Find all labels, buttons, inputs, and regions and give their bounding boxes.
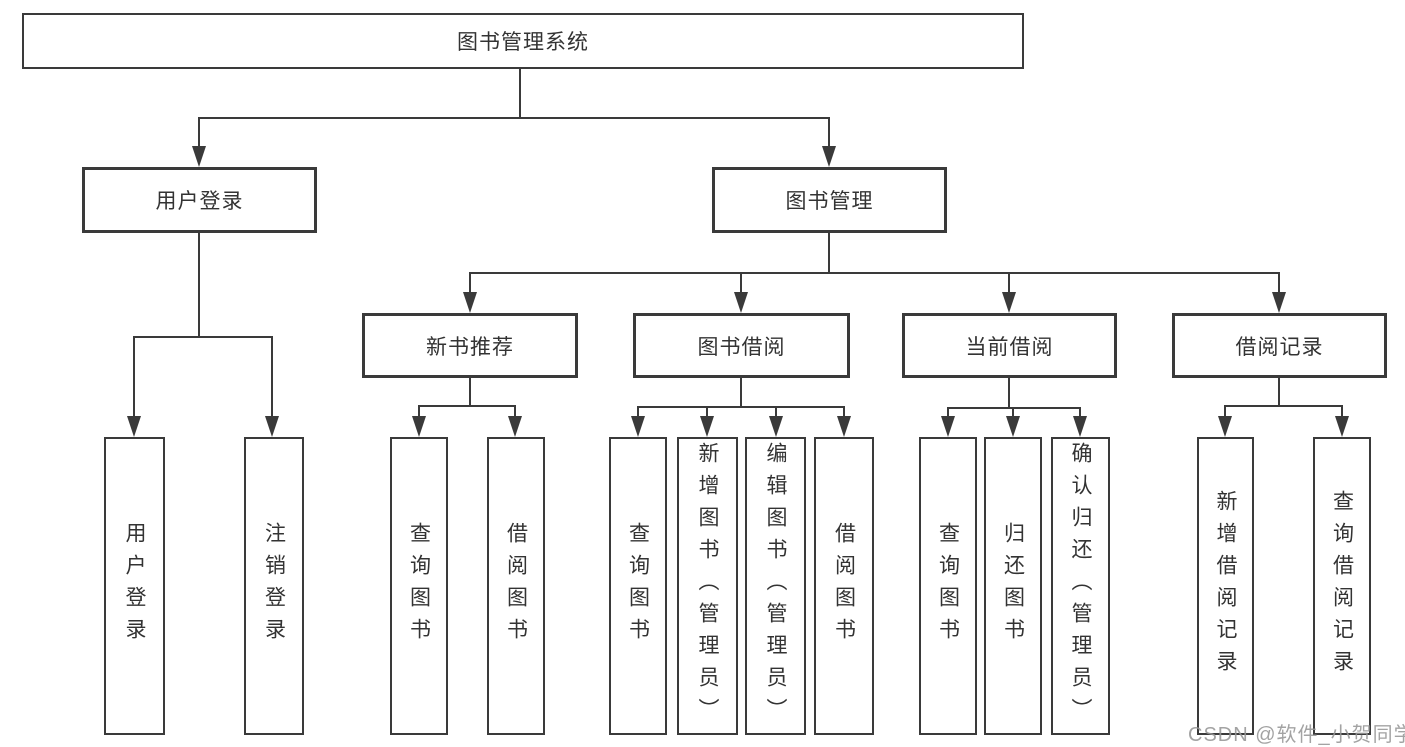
connector-line	[418, 405, 420, 419]
leaf-logout: 注销登录	[244, 437, 304, 735]
leaf-add-borrow-record: 新增借阅记录	[1197, 437, 1254, 735]
arrow-down-icon	[412, 416, 426, 437]
connector-line	[198, 233, 200, 336]
connector-line	[514, 405, 516, 419]
leaf-edit-book-admin-label: 编辑图书（管理员）	[764, 442, 787, 730]
node-book-borrow-label: 图书借阅	[697, 335, 786, 359]
arrow-down-icon	[631, 416, 645, 437]
connector-line	[519, 69, 521, 117]
connector-line	[1079, 407, 1081, 419]
connector-line	[1224, 405, 1342, 407]
leaf-user-login: 用户登录	[104, 437, 165, 735]
node-new-book-recommend: 新书推荐	[362, 313, 578, 378]
leaf-add-book-admin: 新增图书（管理员）	[677, 437, 738, 735]
arrow-down-icon	[463, 292, 477, 313]
watermark: CSDN @软件_小贺同学	[1188, 724, 1405, 746]
leaf-query-books-borrow: 查询图书	[609, 437, 667, 735]
node-book-borrow: 图书借阅	[633, 313, 850, 378]
connector-line	[418, 405, 516, 407]
leaf-query-books-current: 查询图书	[919, 437, 977, 735]
connector-line	[1224, 405, 1226, 419]
node-root-label: 图书管理系统	[457, 31, 589, 54]
connector-line	[198, 117, 200, 149]
connector-line	[1278, 378, 1280, 405]
connector-line	[469, 272, 471, 294]
arrow-down-icon	[734, 292, 748, 313]
connector-line	[1278, 272, 1280, 294]
connector-line	[1012, 407, 1014, 419]
connector-line	[198, 117, 830, 119]
node-book-management-label: 图书管理	[785, 190, 874, 213]
connector-line	[740, 378, 742, 406]
arrow-down-icon	[508, 416, 522, 437]
leaf-query-books-current-label: 查询图书	[936, 522, 960, 650]
connector-line	[1008, 272, 1010, 294]
arrow-down-icon	[700, 416, 714, 437]
node-current-borrow-label: 当前借阅	[965, 335, 1054, 359]
connector-line	[1008, 378, 1010, 407]
leaf-borrow-books-recommend-label: 借阅图书	[504, 522, 528, 650]
arrow-down-icon	[941, 416, 955, 437]
arrow-down-icon	[1335, 416, 1349, 437]
leaf-edit-book-admin: 编辑图书（管理员）	[745, 437, 806, 735]
connector-line	[775, 406, 777, 419]
leaf-query-borrow-record: 查询借阅记录	[1313, 437, 1371, 735]
node-book-management: 图书管理	[712, 167, 947, 233]
leaf-user-login-label: 用户登录	[123, 522, 146, 650]
connector-line	[469, 272, 1280, 274]
leaf-query-borrow-record-label: 查询借阅记录	[1330, 490, 1354, 682]
leaf-query-books-recommend: 查询图书	[390, 437, 448, 735]
leaf-query-books-borrow-label: 查询图书	[626, 522, 650, 650]
leaf-return-book-label: 归还图书	[1001, 522, 1025, 650]
connector-line	[828, 233, 830, 272]
leaf-add-book-admin-label: 新增图书（管理员）	[696, 442, 719, 730]
connector-line	[843, 406, 845, 419]
arrow-down-icon	[822, 146, 836, 167]
node-new-book-recommend-label: 新书推荐	[426, 335, 514, 359]
arrow-down-icon	[1272, 292, 1286, 313]
arrow-down-icon	[1073, 416, 1087, 437]
connector-line	[706, 406, 708, 419]
arrow-down-icon	[769, 416, 783, 437]
leaf-confirm-return-admin-label: 确认归还（管理员）	[1069, 442, 1092, 730]
arrow-down-icon	[1002, 292, 1016, 313]
connector-line	[133, 336, 273, 338]
node-borrow-records: 借阅记录	[1172, 313, 1387, 378]
node-current-borrow: 当前借阅	[902, 313, 1117, 378]
leaf-query-books-recommend-label: 查询图书	[407, 522, 431, 650]
leaf-add-borrow-record-label: 新增借阅记录	[1214, 490, 1237, 682]
connector-line	[1341, 405, 1343, 419]
connector-line	[637, 406, 639, 419]
connector-line	[740, 272, 742, 294]
arrow-down-icon	[265, 416, 279, 437]
connector-line	[469, 378, 471, 405]
node-user-login-label: 用户登录	[155, 190, 244, 213]
connector-line	[271, 336, 273, 419]
leaf-logout-label: 注销登录	[262, 522, 286, 650]
arrow-down-icon	[127, 416, 141, 437]
arrow-down-icon	[1006, 416, 1020, 437]
arrow-down-icon	[837, 416, 851, 437]
connector-line	[133, 336, 135, 419]
leaf-return-book: 归还图书	[984, 437, 1042, 735]
leaf-confirm-return-admin: 确认归还（管理员）	[1051, 437, 1110, 735]
node-borrow-records-label: 借阅记录	[1235, 335, 1324, 359]
connector-line	[637, 406, 844, 408]
node-root: 图书管理系统	[22, 13, 1024, 69]
leaf-borrow-books-borrow-label: 借阅图书	[832, 522, 856, 650]
node-user-login: 用户登录	[82, 167, 317, 233]
leaf-borrow-books-borrow: 借阅图书	[814, 437, 874, 735]
connector-line	[947, 407, 949, 419]
arrow-down-icon	[1218, 416, 1232, 437]
connector-line	[828, 117, 830, 149]
leaf-borrow-books-recommend: 借阅图书	[487, 437, 545, 735]
arrow-down-icon	[192, 146, 206, 167]
